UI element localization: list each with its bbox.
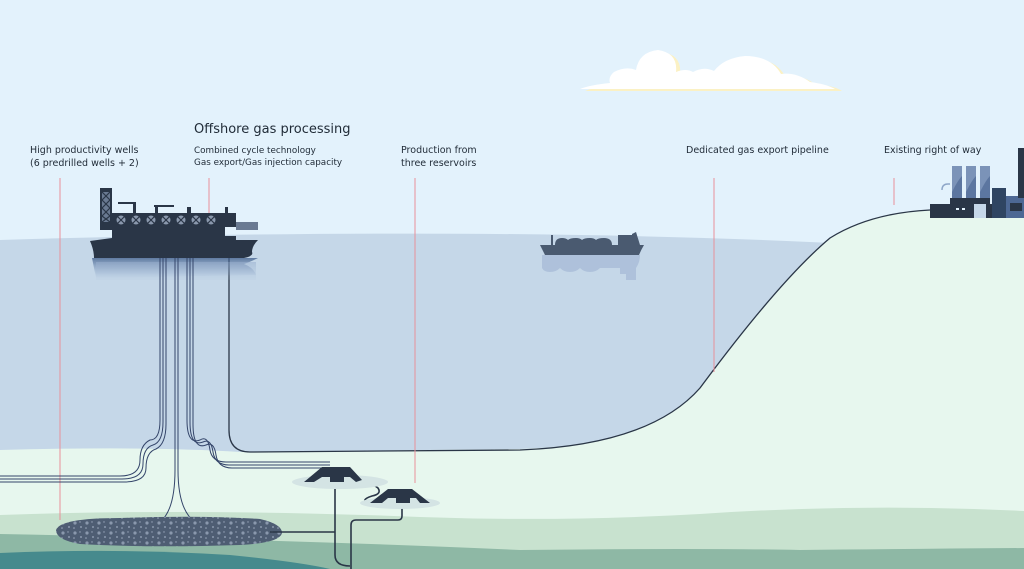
leader-lines: [59, 178, 895, 520]
label-wells-line-2: (6 predrilled wells + 2): [30, 157, 139, 169]
diagram-title: Offshore gas processing: [194, 122, 351, 137]
label-processing: Combined cycle technology Gas export/Gas…: [194, 146, 342, 169]
label-processing-line-2: Gas export/Gas injection capacity: [194, 157, 343, 168]
label-wells-line-1: High productivity wells: [30, 145, 139, 156]
label-right-of-way: Existing right of way: [884, 145, 981, 158]
reservoir: [56, 516, 282, 547]
label-right-of-way-line-1: Existing right of way: [884, 145, 982, 156]
label-pipeline: Dedicated gas export pipeline: [686, 145, 829, 158]
cloud: [580, 50, 842, 91]
export-pipeline: [228, 209, 931, 453]
fpso-reflection: [92, 258, 258, 280]
lng-carrier-reflection: [542, 255, 640, 280]
subsea-template-2: [360, 489, 440, 509]
seabed: [0, 208, 1024, 569]
deep-layer: [0, 550, 330, 569]
onshore-plant: [930, 148, 1024, 218]
label-reservoirs-line-2: three reservoirs: [401, 157, 477, 169]
label-reservoirs-line-1: Production from: [401, 145, 477, 156]
fpso-vessel: [90, 188, 258, 258]
label-wells: High productivity wells (6 predrilled we…: [30, 145, 139, 170]
lng-carrier: [540, 232, 644, 255]
label-reservoirs: Production from three reservoirs: [401, 145, 477, 170]
label-processing-line-1: Combined cycle technology: [194, 146, 316, 156]
subsea-template-1: [292, 467, 388, 489]
label-pipeline-line-1: Dedicated gas export pipeline: [686, 145, 829, 156]
